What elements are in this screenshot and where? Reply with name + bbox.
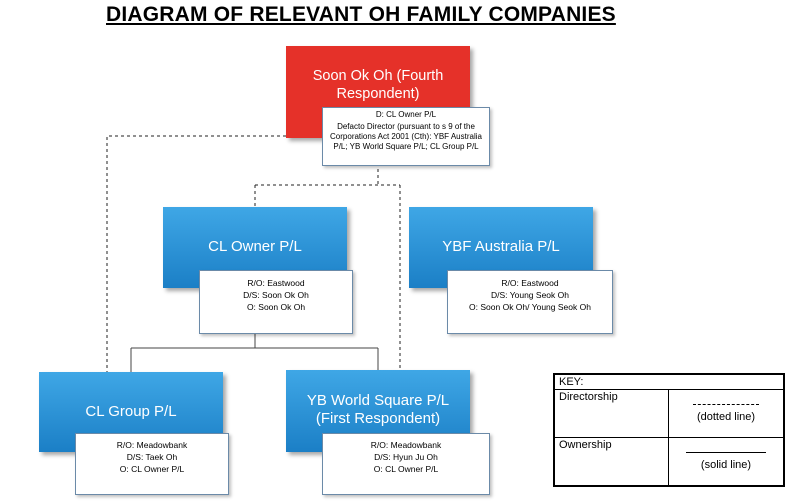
- detail-owner: O: CL Owner P/L: [119, 464, 185, 474]
- detail-registered-office: R/O: Meadowbank: [116, 440, 188, 450]
- detail-registered-office: R/O: Meadowbank: [370, 440, 442, 450]
- node-cl-owner-details: R/O: Eastwood D/S: Soon Ok Oh O: Soon Ok…: [199, 270, 353, 334]
- node-yb-world-square-name: YB World Square P/L (First Respondent): [306, 392, 450, 427]
- key-solid-sample: (solid line): [668, 437, 784, 486]
- detail-director-secretary: D/S: Taek Oh: [126, 452, 178, 462]
- node-soon-ok-oh-details: D: CL Owner P/L Defacto Director (pursua…: [322, 107, 490, 166]
- detail-owner: O: CL Owner P/L: [373, 464, 439, 474]
- key-dotted-sample: (dotted line): [668, 389, 784, 438]
- page-title: DIAGRAM OF RELEVANT OH FAMILY COMPANIES: [106, 3, 616, 26]
- dotted-line-sample: [693, 404, 759, 405]
- key-dotted-label: (dotted line): [696, 411, 756, 423]
- detail-registered-office: R/O: Eastwood: [247, 278, 305, 288]
- node-ybf-australia-details: R/O: Eastwood D/S: Young Seok Oh O: Soon…: [447, 270, 613, 334]
- node-ybf-australia-name: YBF Australia P/L: [442, 238, 560, 255]
- key-ownership-label: Ownership: [554, 437, 669, 486]
- detail-owner: O: Soon Ok Oh: [246, 302, 306, 312]
- detail-registered-office: R/O: Eastwood: [501, 278, 559, 288]
- solid-line-sample: [686, 452, 766, 453]
- node-cl-group-details: R/O: Meadowbank D/S: Taek Oh O: CL Owner…: [75, 433, 229, 495]
- detail-director: D: CL Owner P/L: [375, 110, 437, 119]
- key-title: KEY:: [554, 374, 784, 390]
- detail-defacto-director: Defacto Director (pursuant to s 9 of the…: [330, 122, 482, 151]
- key-solid-label: (solid line): [700, 459, 752, 471]
- key-directorship-label: Directorship: [554, 389, 669, 438]
- node-cl-group-name: CL Group P/L: [85, 403, 177, 420]
- node-cl-owner-name: CL Owner P/L: [208, 238, 302, 255]
- detail-director-secretary: D/S: Soon Ok Oh: [243, 290, 309, 300]
- detail-owner: O: Soon Ok Oh/ Young Seok Oh: [469, 302, 591, 312]
- legend-key: KEY: Directorship (dotted line) Ownershi…: [553, 373, 785, 487]
- detail-director-secretary: D/S: Young Seok Oh: [491, 290, 569, 300]
- node-yb-world-square-details: R/O: Meadowbank D/S: Hyun Ju Oh O: CL Ow…: [322, 433, 490, 495]
- directorship-line-cl-group: [106, 135, 286, 372]
- detail-director-secretary: D/S: Hyun Ju Oh: [374, 452, 438, 462]
- node-soon-ok-oh-name: Soon Ok Oh (Fourth Respondent): [312, 68, 444, 102]
